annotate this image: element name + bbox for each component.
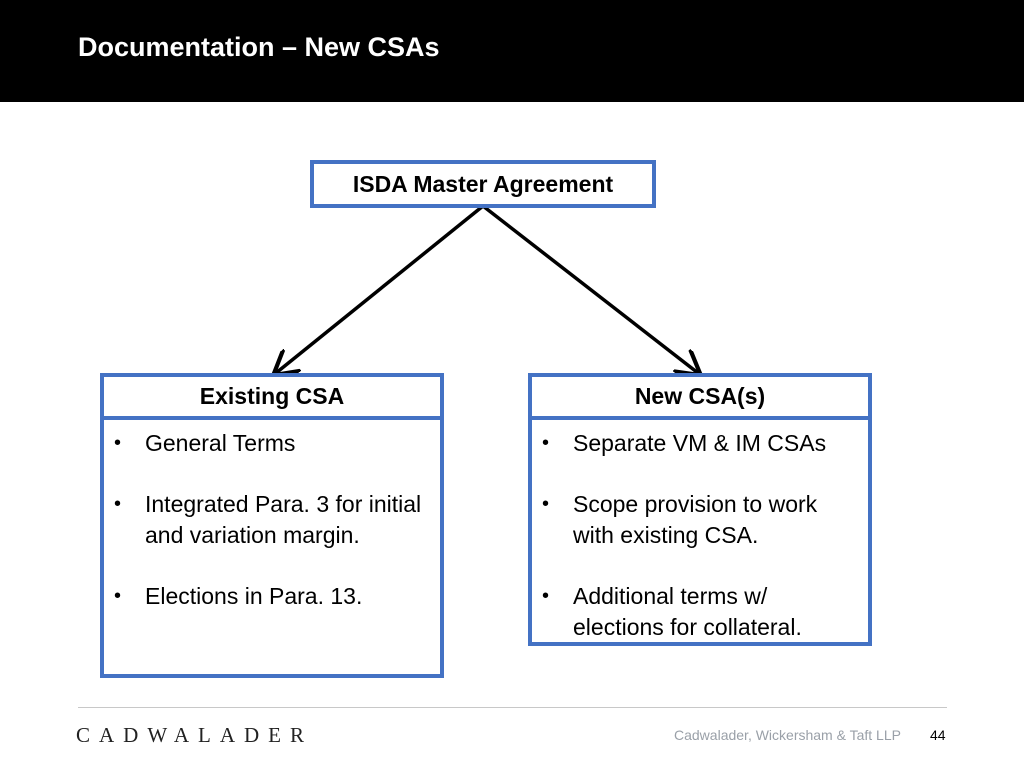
arrow-to-new-csa <box>481 204 698 373</box>
new-csa-title: New CSA(s) <box>532 377 868 420</box>
footer-divider <box>78 707 947 708</box>
list-item: •General Terms <box>104 428 440 459</box>
isda-master-agreement-box: ISDA Master Agreement <box>310 160 656 208</box>
bullet-icon: • <box>542 493 550 515</box>
cadwalader-logo: CADWALADER <box>76 723 313 747</box>
existing-csa-box: Existing CSA •General Terms •Integrated … <box>100 373 444 678</box>
list-item: •Integrated Para. 3 for initial and vari… <box>114 491 422 548</box>
list-item: •Scope provision to work with existing C… <box>542 491 818 548</box>
bullet-icon: • <box>114 493 122 515</box>
bullet-icon: • <box>114 432 122 454</box>
existing-csa-list: •General Terms •Integrated Para. 3 for i… <box>104 420 440 612</box>
new-csa-box: New CSA(s) •Separate VM & IM CSAs •Scope… <box>528 373 872 646</box>
arrow-to-existing-csa <box>276 204 485 373</box>
list-item: •Separate VM & IM CSAs <box>532 428 868 459</box>
bullet-icon: • <box>114 585 122 607</box>
slide-title: Documentation – New CSAs <box>78 32 440 62</box>
bullet-icon: • <box>542 585 550 607</box>
page-number: 44 <box>930 727 946 743</box>
firm-name: Cadwalader, Wickersham & Taft LLP <box>674 727 901 743</box>
list-item: •Elections in Para. 13. <box>104 581 440 612</box>
header-bar: Documentation – New CSAs <box>0 0 1024 102</box>
new-csa-list: •Separate VM & IM CSAs •Scope provision … <box>532 420 868 643</box>
root-label: ISDA Master Agreement <box>352 170 614 197</box>
bullet-icon: • <box>542 432 550 454</box>
existing-csa-title: Existing CSA <box>104 377 440 420</box>
list-item: •Additional terms w/ elections for colla… <box>542 583 802 640</box>
